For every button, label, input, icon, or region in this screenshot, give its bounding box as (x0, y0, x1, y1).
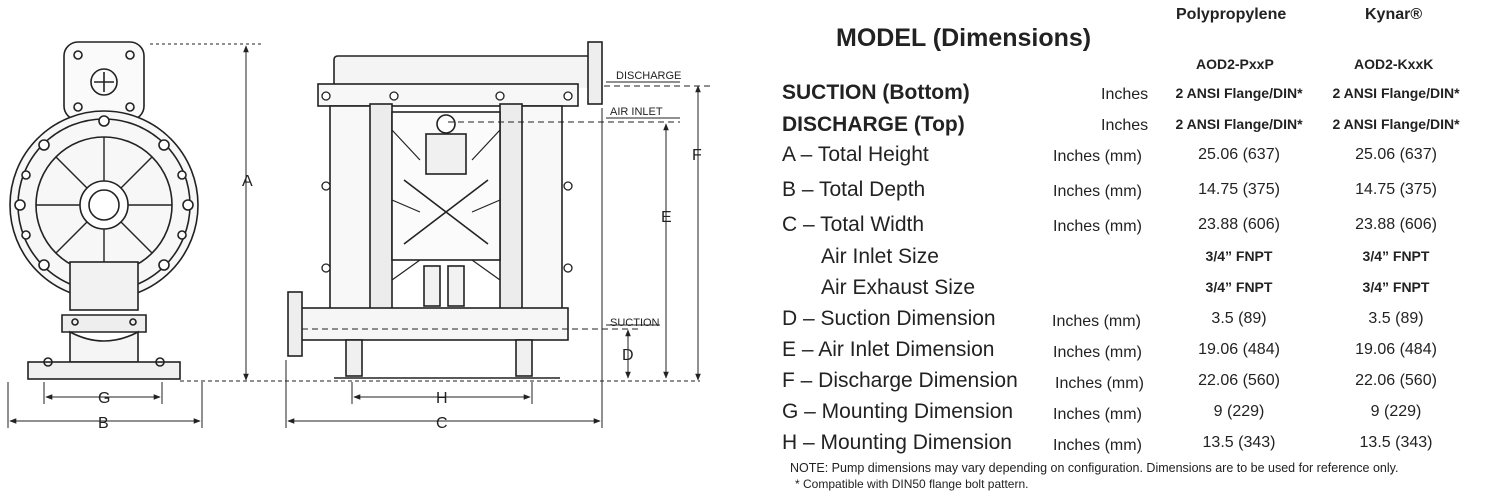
row-value-polypropylene: 3/4” FNPT (1205, 279, 1273, 295)
row-unit: Inches (mm) (1053, 437, 1142, 454)
row-label-mounting-dimension-g: G – Mounting Dimension (782, 400, 1014, 423)
row-value-kynar: 19.06 (484) (1355, 341, 1437, 358)
suction-callout: SUCTION (610, 317, 660, 329)
row-value-kynar: 23.88 (606) (1355, 216, 1437, 233)
row-value-kynar: 22.06 (560) (1355, 372, 1437, 389)
row-value-polypropylene: 3.5 (89) (1211, 310, 1267, 327)
row-unit: Inches (mm) (1053, 183, 1142, 200)
row-value-polypropylene: 25.06 (637) (1198, 146, 1280, 163)
dim-label-d: D (622, 347, 634, 364)
dim-label-g: G (98, 390, 110, 407)
table-title: MODEL (Dimensions) (836, 24, 1092, 52)
row-value-polypropylene: 2 ANSI Flange/DIN* (1175, 116, 1303, 132)
side-view-drawing (9, 41, 199, 380)
row-label-suction: SUCTION (Bottom) (782, 81, 970, 104)
row-unit: Inches (mm) (1053, 406, 1142, 423)
row-value-polypropylene: 23.88 (606) (1198, 216, 1280, 233)
row-label-discharge: DISCHARGE (Top) (782, 113, 965, 136)
row-unit: Inches (mm) (1052, 313, 1141, 330)
row-label-total-depth: B – Total Depth (782, 178, 926, 201)
row-value-kynar: 2 ANSI Flange/DIN* (1332, 85, 1460, 101)
row-value-polypropylene: 19.06 (484) (1198, 341, 1280, 358)
dimension-lines (7, 43, 710, 428)
model-code-kynar: AOD2-KxxK (1354, 56, 1434, 72)
row-value-polypropylene: 14.75 (375) (1198, 181, 1280, 198)
row-value-kynar: 3.5 (89) (1368, 310, 1424, 327)
row-label-air-inlet-dimension: E – Air Inlet Dimension (782, 338, 995, 361)
footnote-text: * Compatible with DIN50 flange bolt patt… (795, 477, 1029, 491)
row-value-kynar: 2 ANSI Flange/DIN* (1332, 116, 1460, 132)
row-value-polypropylene: 9 (229) (1213, 403, 1265, 420)
row-value-kynar: 3/4” FNPT (1362, 279, 1430, 295)
discharge-callout: DISCHARGE (616, 70, 681, 82)
row-label-total-width: C – Total Width (782, 213, 925, 236)
pump-drawings: DISCHARGE AIR INLET SUCTION A B C D E F … (7, 41, 710, 432)
row-value-polypropylene: 2 ANSI Flange/DIN* (1175, 85, 1303, 101)
row-unit: Inches (mm) (1053, 218, 1142, 235)
row-label-total-height: A – Total Height (782, 143, 929, 166)
row-unit: Inches (mm) (1055, 375, 1144, 392)
dim-label-h: H (436, 390, 448, 407)
front-view-drawing (287, 41, 603, 379)
row-value-kynar: 14.75 (375) (1355, 181, 1437, 198)
dim-label-e: E (661, 209, 672, 226)
row-label-air-exhaust-size: Air Exhaust Size (821, 276, 976, 299)
row-value-kynar: 25.06 (637) (1355, 146, 1437, 163)
column-header-polypropylene: Polypropylene (1176, 6, 1287, 23)
row-unit: Inches (mm) (1053, 344, 1142, 361)
row-label-suction-dimension: D – Suction Dimension (782, 307, 996, 330)
row-unit: Inches (mm) (1053, 148, 1142, 165)
row-value-kynar: 3/4” FNPT (1362, 248, 1430, 264)
dim-label-f: F (692, 147, 702, 164)
row-label-discharge-dimension: F – Discharge Dimension (782, 369, 1018, 392)
row-value-kynar: 9 (229) (1370, 403, 1422, 420)
row-value-polypropylene: 22.06 (560) (1198, 372, 1280, 389)
row-unit: Inches (1101, 117, 1149, 134)
row-value-kynar: 13.5 (343) (1359, 434, 1433, 451)
row-unit: Inches (1101, 86, 1149, 103)
dim-label-a: A (242, 173, 253, 190)
air-inlet-callout: AIR INLET (610, 106, 663, 118)
note-text: NOTE: Pump dimensions may vary depending… (790, 461, 1399, 475)
row-label-mounting-dimension-h: H – Mounting Dimension (782, 431, 1012, 454)
row-value-polypropylene: 13.5 (343) (1202, 434, 1276, 451)
row-label-air-inlet-size: Air Inlet Size (821, 245, 939, 268)
dim-label-c: C (436, 415, 448, 432)
row-value-polypropylene: 3/4” FNPT (1205, 248, 1273, 264)
model-code-polypropylene: AOD2-PxxP (1196, 56, 1274, 72)
dim-label-b: B (98, 415, 109, 432)
column-header-kynar: Kynar® (1365, 6, 1423, 23)
